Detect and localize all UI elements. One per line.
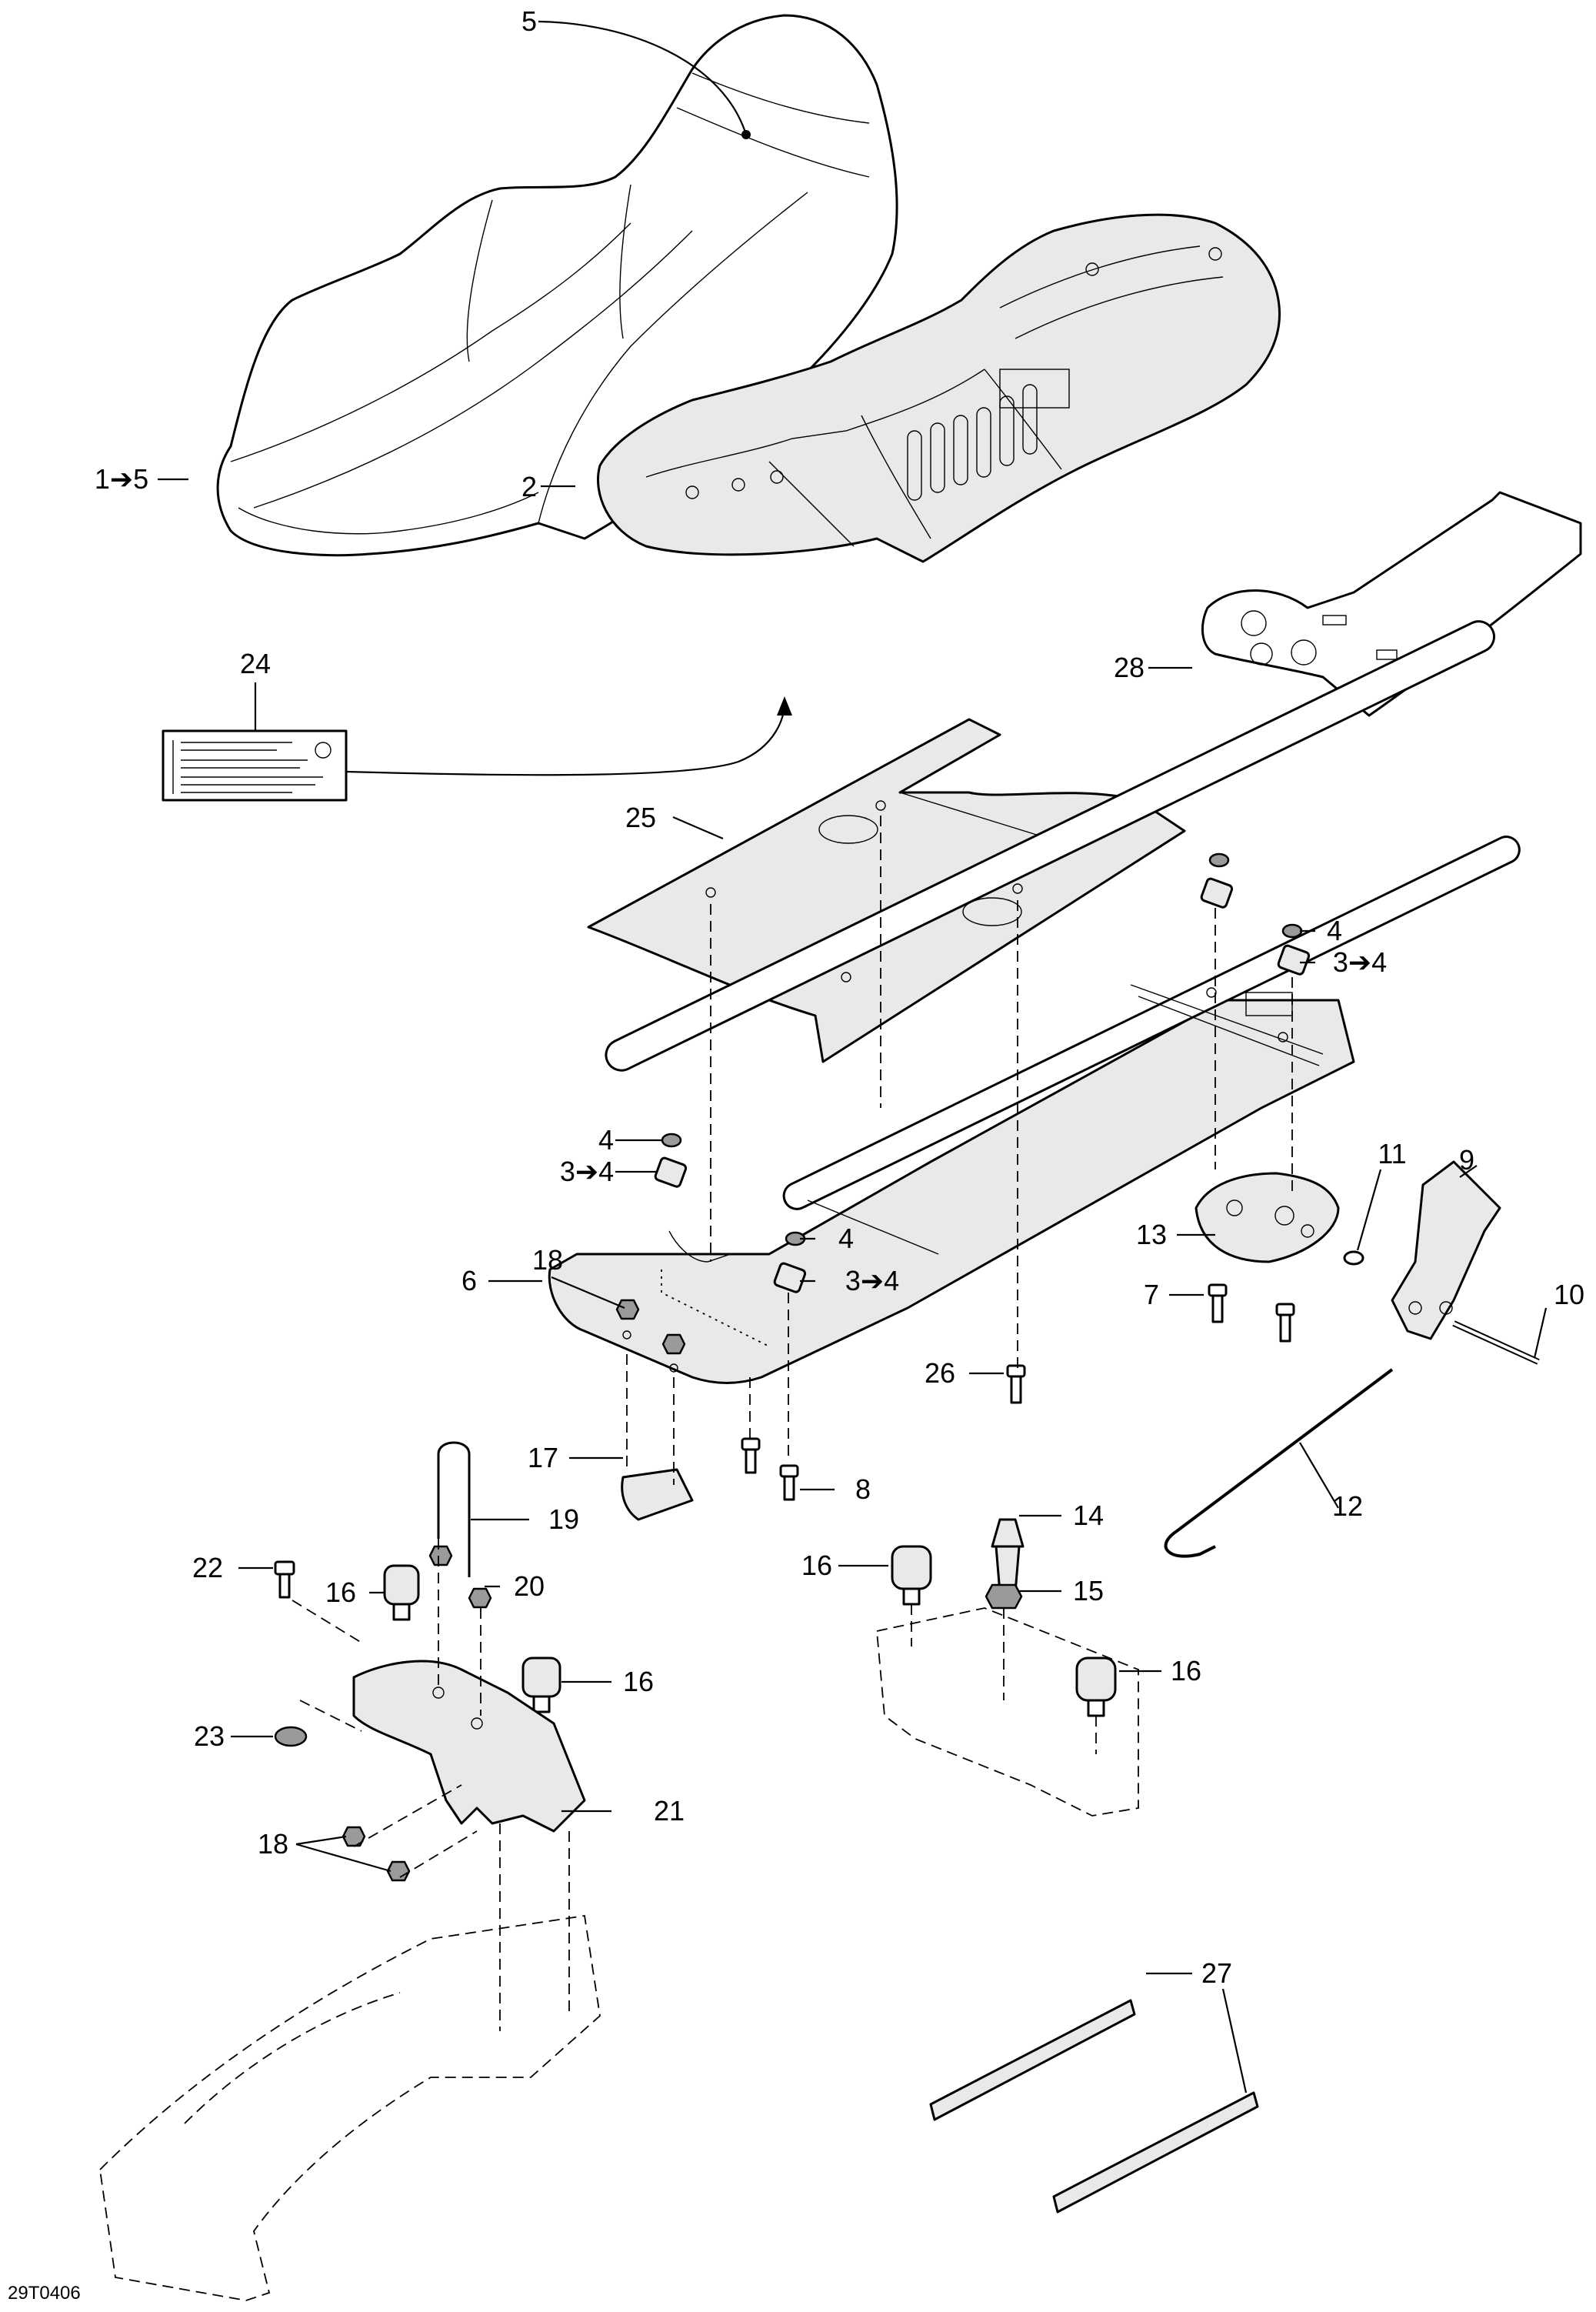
callout-16-right-upper: 16: [801, 1550, 832, 1581]
callout-9: 9: [1459, 1144, 1474, 1176]
callout-10: 10: [1554, 1279, 1584, 1310]
callout-22: 22: [192, 1552, 223, 1583]
callout-18-upper: 18: [532, 1244, 563, 1276]
callout-11: 11: [1378, 1138, 1406, 1169]
callout-13: 13: [1136, 1219, 1167, 1250]
callout-24: 24: [240, 648, 271, 679]
callout-2: 2: [521, 471, 537, 502]
callout-21: 21: [654, 1795, 685, 1827]
seat-frame-drawing: [548, 620, 1521, 1384]
callout-3-to-4-top: 3➔4: [1333, 946, 1387, 978]
callout-7: 7: [1144, 1279, 1159, 1310]
assembly-lines: [292, 816, 1293, 2031]
callout-25: 25: [625, 802, 656, 833]
callout-20: 20: [514, 1570, 545, 1602]
callout-16-left-lower: 16: [623, 1666, 654, 1697]
seat-base-drawing: [597, 213, 1281, 563]
callout-23: 23: [194, 1720, 225, 1752]
callout-19: 19: [548, 1503, 579, 1535]
seat-base-ribs: [907, 384, 1038, 501]
callout-15: 15: [1073, 1575, 1104, 1606]
heat-shield-drawing: [587, 718, 1186, 1063]
callout-26: 26: [925, 1357, 955, 1389]
callout-1-to-5: 1➔5: [95, 463, 148, 495]
callout-14: 14: [1073, 1500, 1104, 1531]
callout-4-left: 4: [598, 1124, 614, 1156]
callout-12: 12: [1332, 1490, 1363, 1522]
diagram-code: 29T0406: [8, 2283, 81, 2304]
callout-3-to-4-mid: 3➔4: [845, 1265, 899, 1296]
callout-6: 6: [461, 1265, 477, 1296]
callout-16-left: 16: [325, 1576, 356, 1608]
arrowhead: [777, 696, 792, 716]
callout-16-right-lower: 16: [1171, 1655, 1201, 1686]
callout-3-to-4-left: 3➔4: [560, 1156, 614, 1187]
label-decal-drawing: [162, 729, 348, 802]
reinforcement-plate-drawing: [1201, 491, 1582, 717]
callout-28: 28: [1114, 652, 1145, 683]
callout-labels: 5 1➔5 2 24 28 25 4 3➔4 4 3➔4 4 3➔4 9 11 …: [8, 5, 1584, 2304]
label-placement-leader: [345, 703, 786, 776]
callout-4-top: 4: [1327, 915, 1342, 946]
callout-4-mid: 4: [838, 1223, 854, 1254]
callout-5: 5: [521, 5, 537, 37]
callout-27: 27: [1201, 1957, 1232, 1989]
callout-18-lower: 18: [258, 1828, 288, 1860]
leader-lines: [158, 20, 1548, 2093]
hardware-group: [99, 852, 1540, 2301]
callout-8: 8: [855, 1473, 871, 1505]
callout-17: 17: [528, 1442, 558, 1473]
